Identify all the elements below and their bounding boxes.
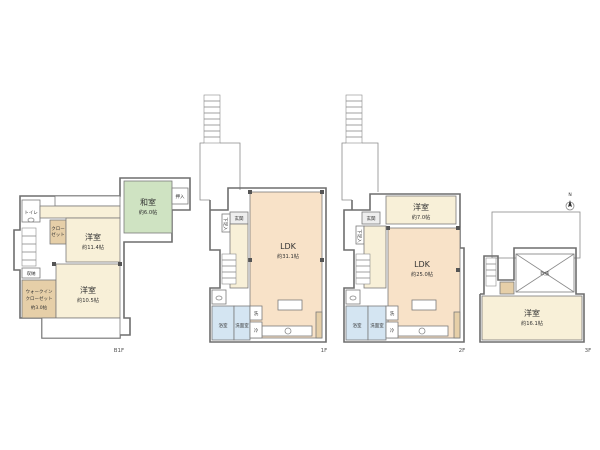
washer-2f-label: 洗 [390, 310, 395, 317]
2f-toilet [345, 289, 361, 305]
room-wash-1f [233, 305, 251, 341]
b1f-stair [21, 227, 37, 267]
2f-kitchen-island [411, 299, 437, 311]
room-yoshitsu-a-b1f [65, 217, 121, 263]
compass: N [565, 192, 575, 211]
closet-label-2: ゼット [51, 231, 65, 238]
b1f-hallway [39, 205, 121, 219]
1f-inner-stair [221, 253, 237, 285]
2f-pantry [453, 311, 461, 339]
closet-label-1: クロー [51, 226, 65, 232]
room-bath-1f [211, 305, 235, 341]
fukinuke-label: 吹抜 [541, 270, 550, 277]
room-bath-2f [345, 305, 369, 341]
yoshitsu-a-label: 洋室 [85, 232, 101, 242]
shoes-1f-label: 下足入 [222, 217, 228, 231]
floor-label-3f: 3F [585, 348, 592, 354]
walkin-area: 約3.0帖 [31, 304, 48, 311]
shoes-2f-label: 下足入 [356, 229, 362, 243]
room-closet-b1f [49, 219, 67, 245]
floor-label-1f: 1F [321, 348, 328, 354]
yoshitsu-2f-label: 洋室 [413, 202, 429, 212]
north-arrow-icon [568, 200, 572, 207]
walkin-label-2: クローゼット [26, 295, 53, 302]
storage-label: 収納 [27, 270, 36, 277]
floor-3f: 吹抜 洋室 約16.1帖 3F [479, 211, 592, 354]
yoshitsu-a-area: 約11.4帖 [82, 243, 104, 251]
oshiire-label: 押入 [176, 193, 185, 200]
1f-kitchen-counter [261, 325, 313, 337]
floor-1f: LDK 約31.1帖 玄関 下足入 浴室 洗面室 洗 冷 1F [199, 94, 328, 354]
1f-pantry [315, 311, 323, 339]
toilet-icon [27, 217, 35, 223]
3f-closet [499, 281, 515, 295]
b1f-annex [41, 317, 121, 339]
bath-1f-label: 浴室 [219, 322, 228, 329]
ldk-2f-area: 約25.0帖 [411, 270, 433, 278]
ldk-2f-label: LDK [414, 260, 431, 269]
room-genkan-2f [361, 211, 381, 225]
floor-label-b1f: B1F [114, 348, 124, 354]
1f-kitchen-island [277, 299, 303, 311]
floor-2f: 洋室 約7.0帖 LDK 約25.0帖 玄関 下足入 浴室 洗面室 洗 冷 [341, 94, 466, 354]
1f-washer [249, 305, 263, 321]
ldk-1f-area: 約31.1帖 [277, 252, 299, 260]
yoshitsu-3f-label: 洋室 [524, 308, 540, 318]
1f-toilet [211, 289, 227, 305]
room-wash-2f [367, 305, 387, 341]
2f-kitchen-counter [397, 325, 449, 337]
room-oshiire-b1f [171, 187, 189, 205]
room-ldk-2f [387, 227, 461, 339]
washitsu-area: 約6.0帖 [139, 208, 158, 216]
1f-shoe-storage [221, 213, 231, 233]
yoshitsu-b-area: 約10.5帖 [77, 296, 99, 304]
fridge-1f-label: 冷 [254, 327, 259, 334]
3f-roof-deck [491, 211, 581, 259]
ldk-1f-label: LDK [280, 242, 297, 251]
room-yoshitsu-2f [385, 195, 457, 225]
1f-fridge [249, 321, 263, 339]
floor-b1f: 和室 約6.0帖 押入 トイレ クロー ゼット 洋室 約11.4帖 収納 ウォー… [13, 177, 191, 354]
room-washitsu-b1f [123, 180, 173, 234]
washer-1f-label: 洗 [254, 310, 259, 317]
floor-label-2f: 2F [459, 348, 466, 354]
2f-inner-stair [355, 253, 371, 285]
room-storage-b1f [21, 267, 41, 279]
toilet-label: トイレ [24, 211, 38, 216]
2f-fridge [385, 321, 399, 339]
walkin-label-1: ウォークイン [26, 288, 53, 295]
3f-stair [485, 257, 497, 287]
room-walkin-b1f [21, 279, 57, 319]
2f-washer [385, 305, 399, 321]
fridge-2f-label: 冷 [390, 327, 395, 334]
b1f-counter [54, 195, 121, 207]
wash-2f-label: 洗面室 [370, 322, 384, 329]
genkan-2f-label: 玄関 [367, 215, 376, 222]
bath-2f-label: 浴室 [353, 322, 362, 329]
yoshitsu-3f-area: 約16.1帖 [521, 319, 543, 327]
room-yoshitsu-3f [481, 295, 583, 341]
yoshitsu-b-label: 洋室 [80, 285, 96, 295]
yoshitsu-2f-area: 約7.0帖 [412, 213, 431, 221]
genkan-1f-label: 玄関 [235, 215, 244, 222]
wash-1f-label: 洗面室 [235, 322, 249, 329]
washitsu-label: 和室 [140, 197, 156, 207]
compass-label: N [568, 192, 571, 198]
